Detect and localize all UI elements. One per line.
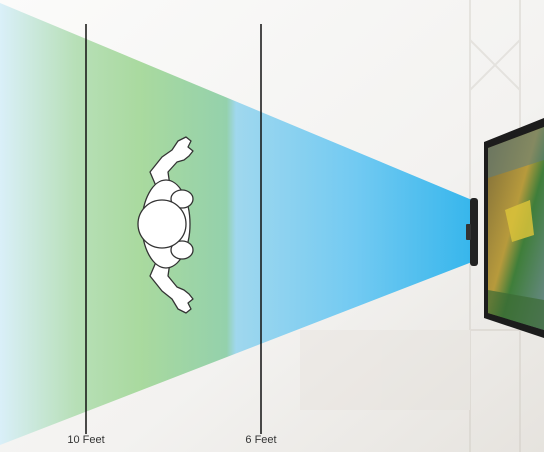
television-icon	[484, 118, 544, 338]
sensor-base	[466, 224, 471, 240]
motion-sensor-icon	[470, 198, 478, 266]
marker-label-6-feet: 6 Feet	[245, 434, 276, 446]
marker-label-10-feet: 10 Feet	[67, 434, 104, 446]
